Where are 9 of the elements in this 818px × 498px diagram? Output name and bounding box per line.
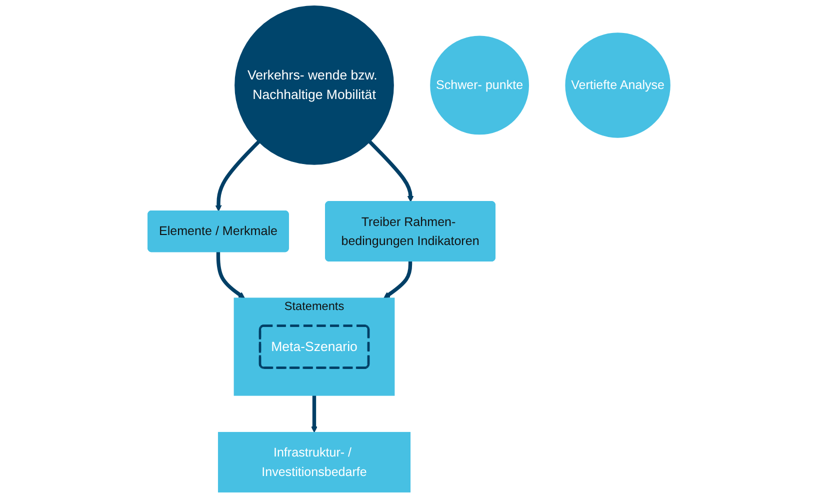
arrow bbox=[311, 395, 318, 433]
arrow bbox=[215, 140, 260, 212]
arrow bbox=[368, 140, 414, 202]
arrow bbox=[384, 261, 412, 298]
arrow bbox=[216, 252, 245, 298]
node-circle: Verkehrs- wende bzw. Nachhaltige Mobilität bbox=[234, 6, 394, 165]
node-box: Infrastruktur- / Investitionsbedarfe bbox=[218, 432, 411, 492]
node-circle: Vertiefte Analyse bbox=[565, 32, 670, 138]
node-circle: Schwer- punkte bbox=[430, 36, 530, 135]
